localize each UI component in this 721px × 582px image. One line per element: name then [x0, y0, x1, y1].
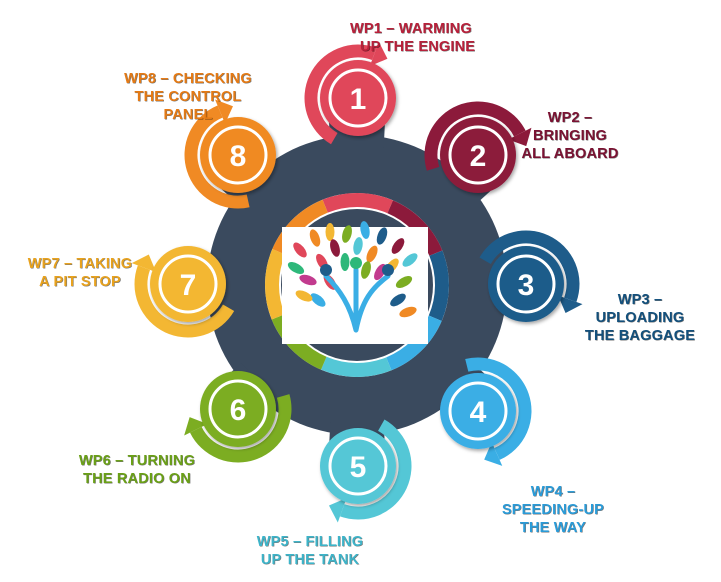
step-4-number: 4 — [470, 396, 487, 429]
ring-segment-3 — [428, 250, 449, 321]
step-1-arrowhead — [369, 41, 388, 67]
step-4: 4 — [440, 357, 532, 466]
step-7: 7 — [131, 246, 235, 338]
step-4-arrowhead — [484, 442, 503, 466]
ring-segment-1 — [322, 193, 393, 214]
step-8-arrow — [184, 105, 250, 209]
step-5-number: 5 — [350, 451, 367, 484]
step-2-arrow — [424, 101, 526, 171]
ring-segment-5 — [321, 356, 392, 377]
ring-segment-7 — [265, 249, 286, 320]
step-5: 5 — [320, 419, 412, 523]
step-7-arrowhead — [131, 254, 157, 273]
step-5-arrowhead — [328, 498, 347, 523]
step-3: 3 — [479, 230, 583, 322]
step-1-number: 1 — [350, 83, 367, 116]
tree-people-logo — [287, 221, 418, 333]
step-8-number: 8 — [230, 140, 247, 173]
step-6-arrowhead — [184, 417, 208, 436]
step-1: 1 — [304, 41, 396, 145]
step-4-arrow — [465, 357, 532, 460]
step-2-number: 2 — [470, 140, 487, 173]
step-3-number: 3 — [518, 269, 535, 302]
center-logo — [282, 221, 428, 344]
step-2-arrowhead — [508, 127, 532, 147]
step-6: 6 — [184, 371, 292, 463]
step-1-arrow — [304, 44, 377, 145]
step-2: 2 — [424, 101, 532, 193]
step-3-arrowhead — [558, 295, 583, 313]
step-5-arrow — [339, 419, 412, 520]
step-6-number: 6 — [230, 394, 247, 427]
step-3-arrow — [479, 230, 580, 302]
step-8: 8 — [184, 99, 276, 209]
step-6-arrow — [189, 394, 292, 463]
step-7-arrow — [134, 265, 235, 338]
step-7-number: 7 — [180, 269, 197, 302]
step-8-arrowhead — [215, 99, 233, 124]
